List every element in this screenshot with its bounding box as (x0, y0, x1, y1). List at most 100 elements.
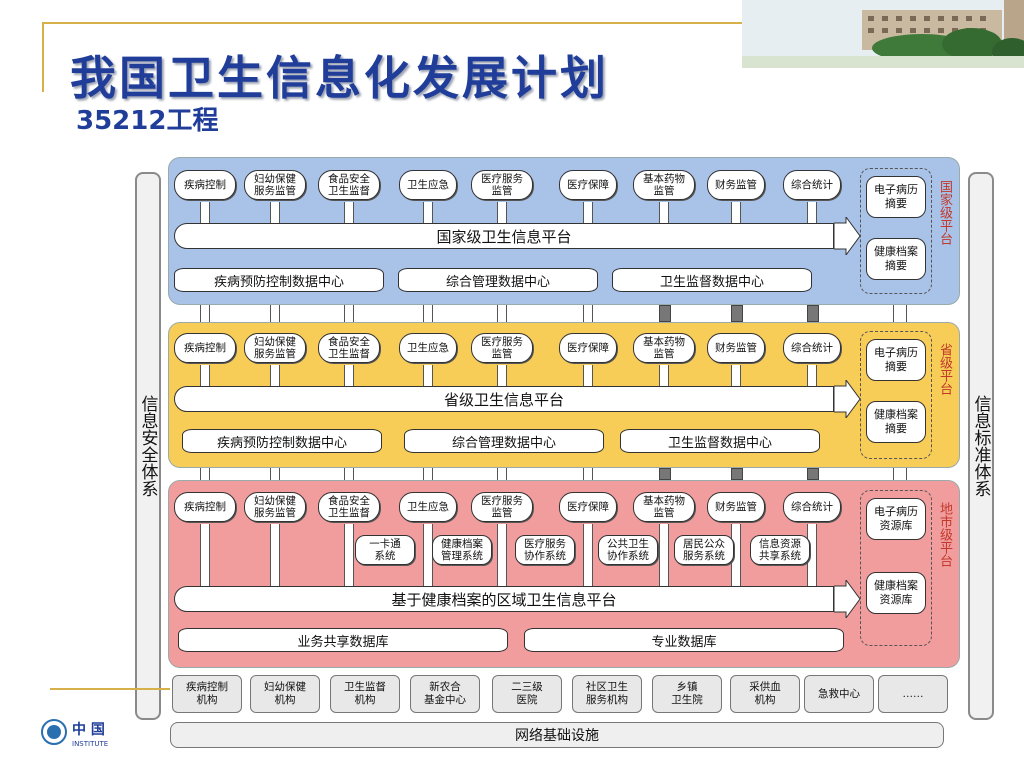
institution-9: 急救中心 (804, 675, 874, 713)
provincial-service-7: 基本药物监管 (633, 333, 695, 363)
inter-level-connector (583, 305, 593, 322)
national-summary-group (860, 168, 932, 294)
municipal-service-connector (583, 524, 593, 586)
national-platform-arrow (833, 215, 861, 257)
provincial-service-6: 医疗保障 (559, 333, 617, 363)
municipal-system-5: 居民公众服务系统 (674, 535, 734, 565)
national-service-connector (344, 202, 354, 223)
municipal-service-connector (200, 524, 210, 586)
inter-level-connector (497, 305, 507, 322)
institution-8: 采供血机构 (730, 675, 800, 713)
institution-4: 新农合基金中心 (410, 675, 480, 713)
national-summary-card-1: 电子病历摘要 (866, 176, 926, 218)
municipal-system-3: 医疗服务协作系统 (515, 535, 575, 565)
provincial-service-connector (200, 365, 210, 386)
national-service-3: 食品安全卫生监督 (318, 170, 380, 200)
inter-level-connector (423, 468, 433, 480)
municipal-service-3: 食品安全卫生监督 (318, 492, 380, 522)
municipal-service-2: 妇幼保健服务监管 (244, 492, 306, 522)
inter-level-connector (807, 468, 819, 480)
national-database-2: 综合管理数据中心 (398, 268, 598, 292)
municipal-service-1: 疾病控制 (174, 492, 236, 522)
municipal-service-9: 综合统计 (783, 492, 841, 522)
national-service-connector (583, 202, 593, 223)
national-database-1: 疾病预防控制数据中心 (174, 268, 384, 292)
inter-level-connector (270, 468, 280, 480)
municipal-service-connector (659, 524, 669, 586)
provincial-service-connector (807, 365, 817, 386)
provincial-service-connector (423, 365, 433, 386)
municipal-service-connector (344, 524, 354, 586)
provincial-summary-card-1: 电子病历摘要 (866, 339, 926, 381)
inter-level-connector (807, 305, 819, 322)
provincial-service-8: 财务监管 (707, 333, 765, 363)
inter-level-connector (344, 468, 354, 480)
inter-level-connector (731, 305, 743, 322)
inter-level-connector (583, 468, 593, 480)
municipal-database-2: 专业数据库 (524, 628, 844, 652)
provincial-platform: 省级卫生信息平台 (174, 386, 834, 412)
municipal-service-connector (270, 524, 280, 586)
municipal-service-7: 基本药物监管 (633, 492, 695, 522)
provincial-database-3: 卫生监督数据中心 (620, 429, 820, 453)
summary-connector (893, 305, 907, 322)
municipal-system-1: 一卡通系统 (355, 535, 415, 565)
municipal-summary-card-2: 健康档案资源库 (866, 572, 926, 614)
national-service-9: 综合统计 (783, 170, 841, 200)
inter-level-connector (270, 305, 280, 322)
national-summary-card-2: 健康档案摘要 (866, 238, 926, 280)
standards-system-label: 信息标准体系 (970, 395, 991, 497)
institution-10: …… (878, 675, 948, 713)
municipal-service-8: 财务监管 (707, 492, 765, 522)
provincial-service-connector (270, 365, 280, 386)
inter-level-connector (497, 468, 507, 480)
municipal-database-1: 业务共享数据库 (178, 628, 508, 652)
municipal-system-2: 健康档案管理系统 (432, 535, 492, 565)
provincial-database-2: 综合管理数据中心 (404, 429, 604, 453)
provincial-side-label: 省级平台 (937, 343, 952, 395)
national-service-8: 财务监管 (707, 170, 765, 200)
municipal-summary-card-1: 电子病历资源库 (866, 498, 926, 540)
title-accent-line-vertical (42, 22, 44, 92)
provincial-service-2: 妇幼保健服务监管 (244, 333, 306, 363)
provincial-service-connector (497, 365, 507, 386)
institute-logo: 中 国 INSTITUTE (40, 712, 130, 752)
institution-7: 乡镇卫生院 (652, 675, 722, 713)
inter-level-connector (659, 468, 671, 480)
national-platform: 国家级卫生信息平台 (174, 223, 834, 249)
summary-connector (893, 468, 907, 480)
national-service-4: 卫生应急 (399, 170, 457, 200)
national-database-3: 卫生监督数据中心 (612, 268, 812, 292)
provincial-service-4: 卫生应急 (399, 333, 457, 363)
inter-level-connector (659, 305, 671, 322)
institution-6: 社区卫生服务机构 (572, 675, 642, 713)
title-accent-line-horizontal (42, 22, 742, 24)
provincial-service-9: 综合统计 (783, 333, 841, 363)
provincial-service-connector (583, 365, 593, 386)
national-service-connector (200, 202, 210, 223)
national-service-1: 疾病控制 (174, 170, 236, 200)
municipal-summary-group (860, 490, 932, 646)
page-title: 我国卫生信息化发展计划 (70, 51, 609, 105)
municipal-service-4: 卫生应急 (399, 492, 457, 522)
inter-level-connector (200, 468, 210, 480)
inter-level-connector (423, 305, 433, 322)
municipal-platform-arrow (833, 578, 861, 620)
national-side-label: 国家级平台 (937, 180, 952, 245)
national-service-6: 医疗保障 (559, 170, 617, 200)
municipal-side-label: 地市级平台 (937, 502, 952, 567)
provincial-service-connector (344, 365, 354, 386)
standards-system-column: 信息标准体系 (968, 172, 994, 720)
national-service-connector (807, 202, 817, 223)
svg-text:中 国: 中 国 (72, 721, 105, 738)
inter-level-connector (344, 305, 354, 322)
national-service-connector (270, 202, 280, 223)
network-infrastructure: 网络基础设施 (170, 722, 944, 748)
municipal-service-connector (497, 524, 507, 586)
provincial-service-1: 疾病控制 (174, 333, 236, 363)
inter-level-connector (200, 305, 210, 322)
provincial-summary-card-2: 健康档案摘要 (866, 401, 926, 443)
provincial-service-connector (659, 365, 669, 386)
national-service-connector (497, 202, 507, 223)
national-service-connector (659, 202, 669, 223)
